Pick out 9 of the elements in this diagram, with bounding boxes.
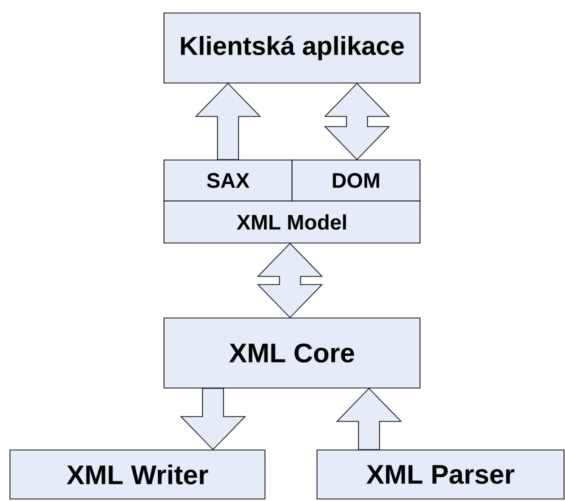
block-arrow bbox=[336, 388, 402, 450]
block-arrow bbox=[180, 388, 246, 450]
application-box: Klientská aplikace bbox=[164, 12, 420, 84]
layer-box: DOM bbox=[292, 160, 420, 202]
module-box: XML Parser bbox=[316, 450, 564, 500]
layer-box: SAX bbox=[164, 160, 292, 202]
block-arrow bbox=[195, 82, 261, 160]
core-box: XML Core bbox=[164, 318, 420, 388]
module-box: XML Writer bbox=[10, 450, 266, 500]
